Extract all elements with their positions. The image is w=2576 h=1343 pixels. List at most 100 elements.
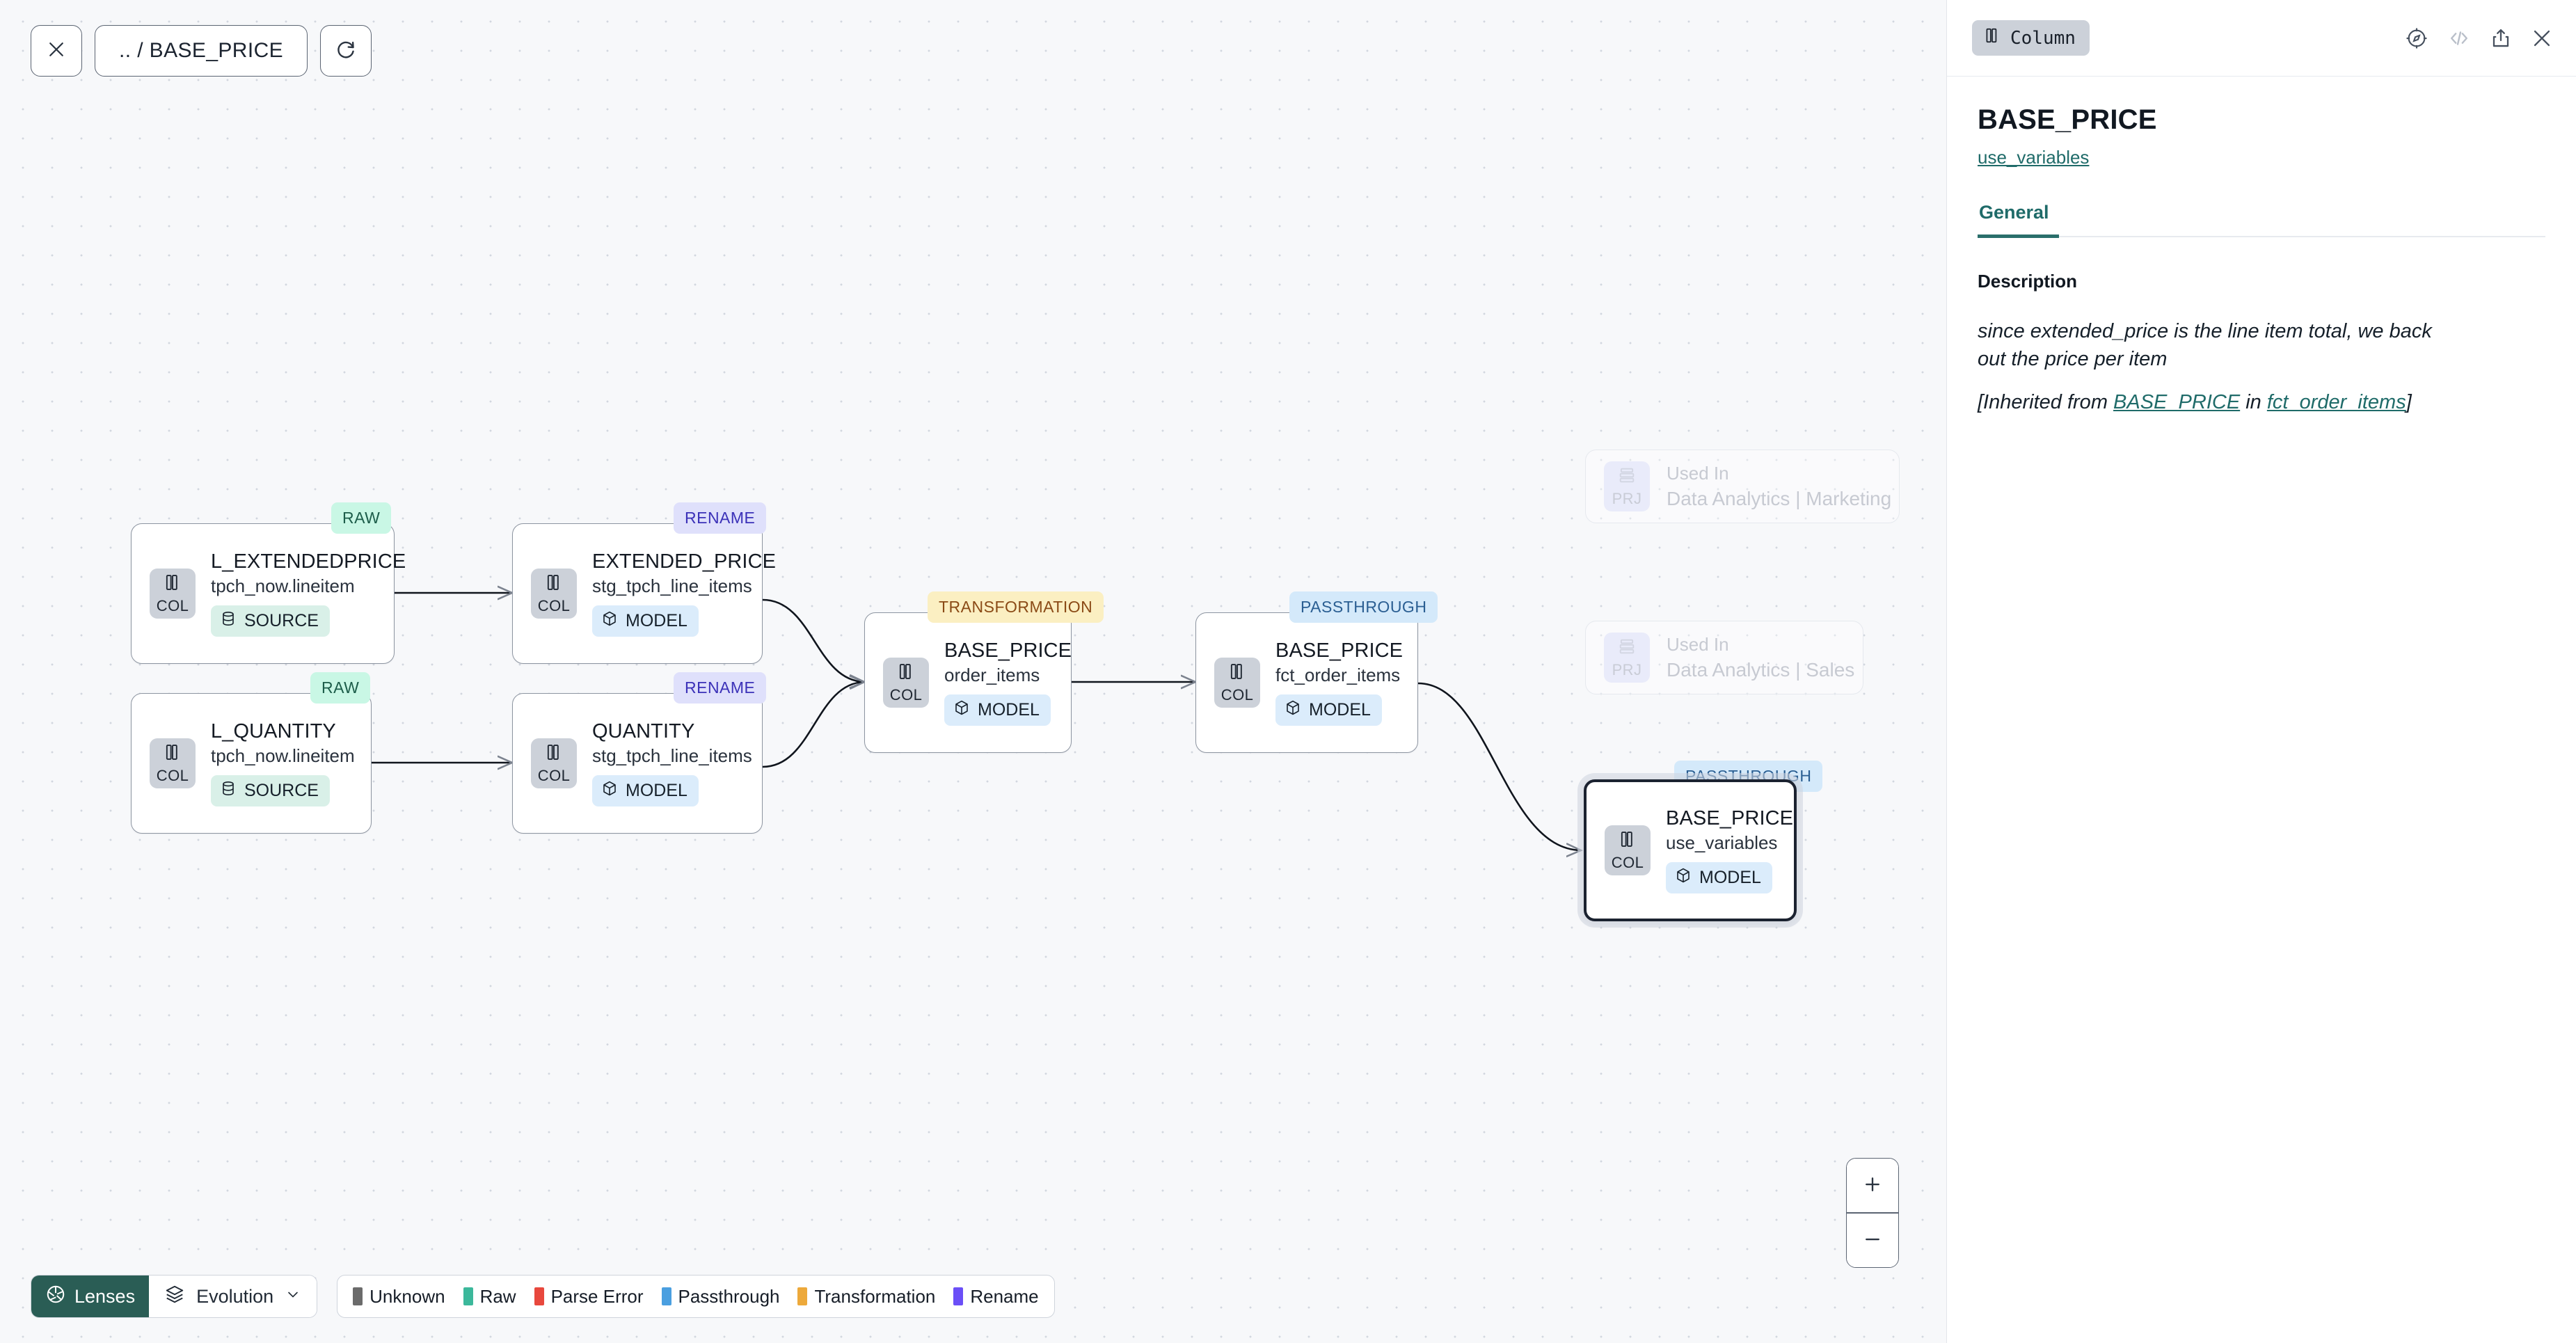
node-pill-source: SOURCE [211, 775, 330, 806]
close-icon [46, 39, 67, 63]
node-title: EXTENDED_PRICE [592, 550, 777, 573]
legend-item[interactable]: Unknown [353, 1286, 445, 1308]
node-info: L_EXTENDEDPRICE tpch_now.lineitem SOURCE [211, 550, 406, 637]
node-pill-model: MODEL [592, 605, 699, 637]
compass-icon[interactable] [2405, 26, 2428, 50]
description-label: Description [1978, 270, 2078, 292]
used-in-value: Data Analytics | Marketing [1667, 488, 1892, 509]
used-in-label: Used In [1667, 634, 1729, 655]
canvas-toolbar: .. / BASE_PRICE [31, 25, 372, 77]
legend-item[interactable]: Rename [953, 1285, 1039, 1308]
node-subtitle: tpch_now.lineitem [211, 575, 355, 596]
lenses-button[interactable]: Lenses [31, 1276, 150, 1317]
model-link[interactable]: use_variables [1978, 147, 2090, 168]
layers-icon [164, 1284, 185, 1310]
legend-swatch-unknown [353, 1287, 363, 1305]
share-icon[interactable] [2490, 27, 2512, 49]
column-chip: COL [150, 569, 196, 619]
lineage-node-quantity[interactable]: COL QUANTITY stg_tpch_line_items MODEL [512, 693, 763, 834]
lineage-canvas[interactable]: .. / BASE_PRICE [0, 0, 1946, 1343]
inherited-column-link[interactable]: BASE_PRICE [2113, 390, 2241, 413]
column-chip-label: COL [537, 766, 571, 784]
page-title: BASE_PRICE [1978, 104, 2157, 135]
details-panel-actions [2405, 26, 2554, 51]
tab-general[interactable]: General [1978, 202, 2059, 238]
legend-label: Parse Error [550, 1285, 644, 1307]
column-icon [544, 742, 564, 765]
close-icon[interactable] [2530, 26, 2554, 50]
node-title: L_QUANTITY [211, 720, 336, 742]
used-in-card-marketing[interactable]: PRJ Used In Data Analytics | Marketing [1585, 450, 1900, 523]
description-text: since extended_price is the line item to… [1978, 319, 2432, 370]
lineage-node-base-price-order-items[interactable]: COL BASE_PRICE order_items MODEL [864, 612, 1072, 753]
node-title: L_EXTENDEDPRICE [211, 550, 406, 573]
legend-label: Rename [970, 1285, 1039, 1307]
column-icon [544, 573, 564, 596]
node-subtitle: stg_tpch_line_items [592, 575, 752, 596]
node-subtitle: fct_order_items [1275, 665, 1401, 685]
node-title: BASE_PRICE [944, 639, 1072, 662]
code-icon[interactable] [2447, 26, 2472, 51]
plus-icon [1862, 1174, 1883, 1197]
zoom-out-button[interactable] [1847, 1213, 1898, 1267]
node-pill-source: SOURCE [211, 605, 330, 637]
database-icon [220, 610, 237, 632]
zoom-divider [1847, 1212, 1898, 1214]
legend-swatch-raw [463, 1287, 473, 1305]
legend-label: Unknown [369, 1285, 445, 1307]
legend-item[interactable]: Parse Error [534, 1286, 644, 1308]
node-info: BASE_PRICE fct_order_items MODEL [1275, 639, 1403, 726]
node-pill-model: MODEL [1666, 862, 1772, 893]
details-tabs: General [1978, 202, 2545, 238]
lineage-node-l-quantity[interactable]: COL L_QUANTITY tpch_now.lineitem SOURCE [131, 693, 372, 834]
cube-icon [953, 699, 970, 721]
lineage-node-base-price-fct-order-items[interactable]: COL BASE_PRICE fct_order_items MODEL [1195, 612, 1418, 753]
node-info: EXTENDED_PRICE stg_tpch_line_items MODEL [592, 550, 777, 637]
used-in-text: Used In Data Analytics | Sales [1667, 634, 1854, 681]
node-badge-transformation: TRANSFORMATION [928, 591, 1104, 623]
minus-icon [1862, 1229, 1883, 1252]
used-in-card-sales[interactable]: PRJ Used In Data Analytics | Sales [1585, 621, 1863, 694]
lineage-node-base-price-use-variables[interactable]: COL BASE_PRICE use_variables MODEL [1584, 779, 1797, 921]
breadcrumb[interactable]: .. / BASE_PRICE [95, 25, 308, 77]
column-chip: COL [531, 738, 577, 788]
project-icon [1617, 637, 1637, 660]
zoom-in-button[interactable] [1847, 1159, 1898, 1213]
lineage-node-extended-price[interactable]: COL EXTENDED_PRICE stg_tpch_line_items M… [512, 523, 777, 664]
column-chip-label: COL [156, 596, 189, 614]
refresh-button[interactable] [320, 25, 372, 77]
aperture-icon [45, 1284, 66, 1310]
lenses-group: Lenses Evolution [31, 1275, 318, 1318]
column-chip-label: COL [1611, 853, 1644, 871]
column-chip: COL [150, 738, 196, 788]
node-badge-passthrough: PASSTHROUGH [1289, 591, 1438, 623]
evolution-label: Evolution [196, 1285, 274, 1307]
legend-item[interactable]: Raw [463, 1286, 516, 1308]
inherited-note: [Inherited from BASE_PRICE in fct_order_… [1978, 391, 2545, 414]
node-info: BASE_PRICE order_items MODEL [944, 639, 1072, 726]
column-chip-label: COL [889, 685, 923, 704]
node-pill-model: MODEL [944, 694, 1051, 726]
legend-item[interactable]: Passthrough [661, 1286, 779, 1308]
used-in-text: Used In Data Analytics | Marketing [1667, 463, 1891, 510]
close-button[interactable] [31, 25, 82, 77]
column-chip-label: COL [537, 596, 571, 614]
node-pill-model: MODEL [592, 775, 699, 806]
inherited-suffix: ] [2406, 390, 2412, 413]
column-chip: COL [531, 569, 577, 619]
column-chip-label: COL [1221, 685, 1254, 704]
node-info: BASE_PRICE use_variables MODEL [1666, 807, 1793, 893]
inherited-model-link[interactable]: fct_order_items [2266, 390, 2406, 413]
lineage-node-l-extendedprice[interactable]: COL L_EXTENDEDPRICE tpch_now.lineitem SO… [131, 523, 406, 664]
column-chip: COL [1214, 658, 1260, 708]
node-subtitle: order_items [944, 665, 1040, 685]
project-icon [1617, 466, 1637, 488]
lineage-legend: Unknown Raw Parse Error Passthrough Tran… [337, 1275, 1055, 1318]
evolution-dropdown[interactable]: Evolution [149, 1276, 317, 1317]
node-subtitle: tpch_now.lineitem [211, 745, 355, 766]
column-icon [1618, 829, 1637, 852]
project-chip-label: PRJ [1612, 660, 1642, 678]
legend-item[interactable]: Transformation [797, 1286, 935, 1308]
column-icon [896, 662, 916, 685]
